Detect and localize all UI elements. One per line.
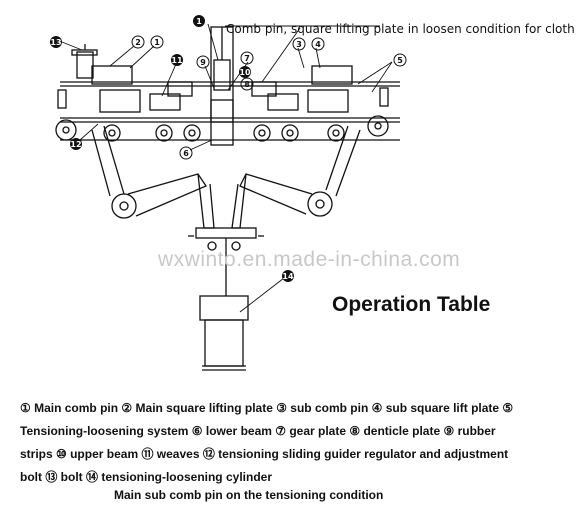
upper-beam	[60, 81, 400, 87]
svg-text:3: 3	[296, 40, 302, 49]
callouts: 1 13 2 1 11 9 7 10 8 3 4 5 6 12 14	[50, 15, 407, 282]
callout-5: 5	[393, 53, 407, 67]
operation-table-title: Operation Table	[332, 293, 491, 316]
right-tension-arm	[231, 125, 361, 229]
left-square-lifting-plate	[91, 65, 193, 113]
svg-text:11: 11	[171, 56, 183, 65]
legend-line-1: ① Main comb pin ② Main square lifting pl…	[20, 401, 514, 415]
callout-1: 1	[193, 15, 205, 27]
svg-text:1: 1	[154, 38, 160, 47]
callout-7: 7	[240, 51, 254, 65]
callout-leaders	[61, 23, 393, 313]
svg-text:7: 7	[244, 54, 250, 63]
callout-12: 12	[70, 138, 82, 150]
right-rollers	[253, 124, 345, 142]
tensioning-cylinder	[199, 295, 249, 371]
legend-line-3: strips ⑩ upper beam ⑪ weaves ⑫ tensionin…	[20, 447, 509, 461]
callout-8: 8	[240, 77, 254, 91]
tensioning-guider-regulator	[71, 44, 98, 79]
callout-2: 2	[131, 35, 145, 49]
parts-legend: ① Main comb pin ② Main square lifting pl…	[20, 397, 580, 489]
svg-text:12: 12	[70, 140, 81, 149]
svg-text:4: 4	[315, 40, 321, 49]
lower-beam	[60, 117, 400, 141]
linkage-bracket	[188, 227, 264, 296]
svg-text:13: 13	[50, 38, 61, 47]
callout-9: 9	[196, 55, 210, 69]
svg-text:2: 2	[135, 38, 141, 47]
legend-line-2: Tensioning-loosening system ⑥ lower beam…	[20, 424, 496, 438]
callout-14: 14	[282, 270, 294, 282]
callout-11: 11	[171, 54, 183, 66]
svg-text:5: 5	[397, 56, 403, 65]
callout-6: 6	[179, 146, 193, 160]
callout-13: 13	[50, 36, 62, 48]
svg-text:10: 10	[239, 68, 251, 77]
svg-text:8: 8	[244, 80, 250, 89]
callout-10: 10	[239, 66, 251, 78]
callout-4: 4	[311, 37, 325, 51]
right-square-lifting-plate	[251, 65, 353, 113]
svg-text:6: 6	[183, 149, 189, 158]
watermark: wxwinto.en.made-in-china.com	[158, 248, 461, 271]
callout-1b: 1	[150, 35, 164, 49]
left-rollers	[103, 124, 201, 142]
svg-text:1: 1	[196, 17, 202, 26]
svg-text:9: 9	[200, 58, 206, 67]
legend-line-4: bolt ⑬ bolt ⑭ tensioning-loosening cylin…	[20, 470, 272, 484]
top-caption: Comb pin, square lifting plate in loosen…	[226, 22, 575, 36]
svg-text:14: 14	[282, 272, 294, 281]
bottom-caption: Main sub comb pin on the tensioning cond…	[114, 488, 384, 502]
end-wheels	[55, 87, 389, 141]
callout-3: 3	[292, 37, 306, 51]
